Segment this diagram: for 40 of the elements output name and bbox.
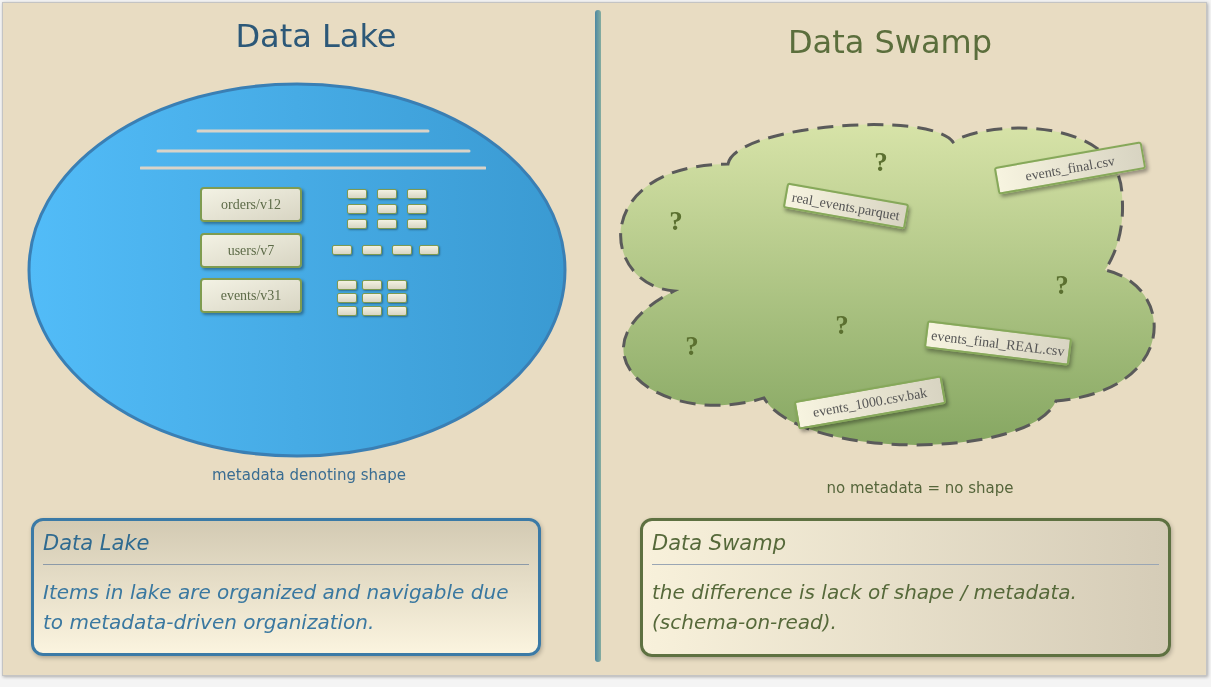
- card-heading: Data Swamp: [652, 530, 787, 557]
- shape-caption: metadata denoting shape: [212, 465, 406, 485]
- empty-tile: [362, 306, 382, 316]
- question-mark: ?: [1055, 274, 1069, 296]
- dataset-tile: orders/v12: [200, 187, 302, 222]
- empty-tile: [387, 280, 407, 290]
- empty-tile: [347, 189, 367, 199]
- empty-tile: [387, 306, 407, 316]
- summary-card: [31, 518, 541, 656]
- question-mark: ?: [835, 314, 849, 336]
- shape-caption: no metadata = no shape: [826, 478, 1014, 498]
- question-mark: ?: [669, 210, 683, 232]
- empty-tile: [362, 245, 382, 255]
- empty-tile: [332, 245, 352, 255]
- empty-tile: [377, 204, 397, 214]
- empty-tile: [392, 245, 412, 255]
- summary-card: [640, 518, 1171, 657]
- empty-tile: [377, 219, 397, 229]
- empty-tile: [407, 204, 427, 214]
- question-mark: ?: [685, 335, 699, 357]
- dataset-tile: users/v7: [200, 233, 302, 268]
- empty-tile: [337, 280, 357, 290]
- lake-ellipse: [27, 82, 567, 458]
- panel-heading: Data Swamp: [787, 22, 993, 63]
- panel-heading: Data Lake: [235, 16, 397, 57]
- empty-tile: [407, 219, 427, 229]
- card-body: Items in lake are organized and navigable due to metadata-driven organization.: [43, 579, 510, 636]
- card-heading: Data Lake: [43, 530, 151, 557]
- empty-tile: [362, 293, 382, 303]
- dataset-tile: events/v31: [200, 278, 302, 313]
- empty-tile: [337, 293, 357, 303]
- empty-tile: [377, 189, 397, 199]
- empty-tile: [419, 245, 439, 255]
- empty-tile: [387, 293, 407, 303]
- empty-tile: [407, 189, 427, 199]
- card-body: the difference is lack of shape / metadata. (schema-on-read).: [652, 579, 1078, 636]
- empty-tile: [347, 219, 367, 229]
- empty-tile: [347, 204, 367, 214]
- empty-tile: [337, 306, 357, 316]
- empty-tile: [362, 280, 382, 290]
